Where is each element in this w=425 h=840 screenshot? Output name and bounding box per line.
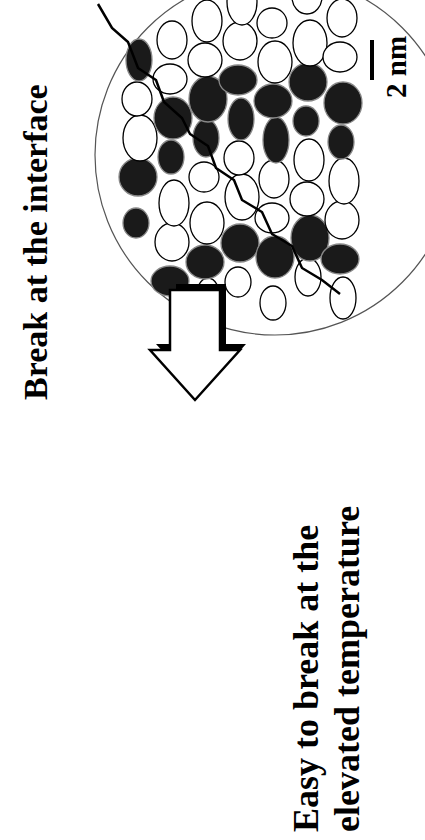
hollow-arrow	[150, 290, 240, 400]
caption-text: Break at the interface	[16, 5, 55, 400]
light-grain	[225, 267, 251, 297]
dark-grain	[254, 84, 292, 118]
dark-grain	[324, 82, 362, 124]
scale-bar	[370, 40, 374, 80]
dark-grain	[186, 245, 224, 279]
light-grain	[192, 0, 222, 42]
light-grain	[155, 223, 189, 261]
light-grain	[255, 203, 289, 233]
light-grain	[325, 201, 359, 239]
light-grain	[188, 43, 222, 77]
light-grain	[223, 22, 257, 60]
light-grain	[327, 0, 357, 37]
light-grain	[293, 20, 327, 66]
dark-grain	[328, 125, 354, 159]
magnified-circle	[95, 0, 425, 335]
light-grain	[258, 41, 292, 83]
dark-grain	[228, 98, 254, 140]
light-grain	[190, 202, 224, 244]
light-grain	[259, 160, 289, 198]
light-grain	[329, 158, 359, 204]
dark-grain	[119, 158, 157, 196]
light-grain	[227, 0, 257, 25]
dark-grain	[221, 224, 259, 262]
dark-grain	[321, 244, 359, 274]
grain-cluster	[119, 0, 362, 324]
light-grain	[260, 286, 286, 320]
dark-grain	[263, 117, 289, 163]
dark-grain	[219, 65, 257, 95]
light-grain	[294, 139, 324, 181]
dark-grain	[256, 236, 294, 278]
light-grain	[323, 42, 357, 72]
dark-grain	[123, 208, 149, 238]
light-grain	[257, 8, 287, 38]
dark-grain	[154, 97, 192, 139]
light-grain	[330, 277, 356, 319]
light-grain	[153, 64, 187, 94]
light-grain	[224, 141, 254, 175]
light-grain	[292, 0, 322, 14]
crack-line	[98, 4, 340, 294]
light-grain	[159, 180, 189, 226]
scale-label: 2 nm	[380, 8, 413, 98]
light-grain	[123, 115, 157, 161]
light-grain	[122, 82, 152, 116]
dark-grain	[289, 63, 327, 101]
dark-grain	[293, 106, 319, 136]
light-grain	[157, 21, 187, 59]
light-grain	[290, 182, 324, 216]
caption-text: Easy to break at the elevated temperatur…	[286, 412, 369, 832]
dark-grain	[158, 140, 184, 174]
